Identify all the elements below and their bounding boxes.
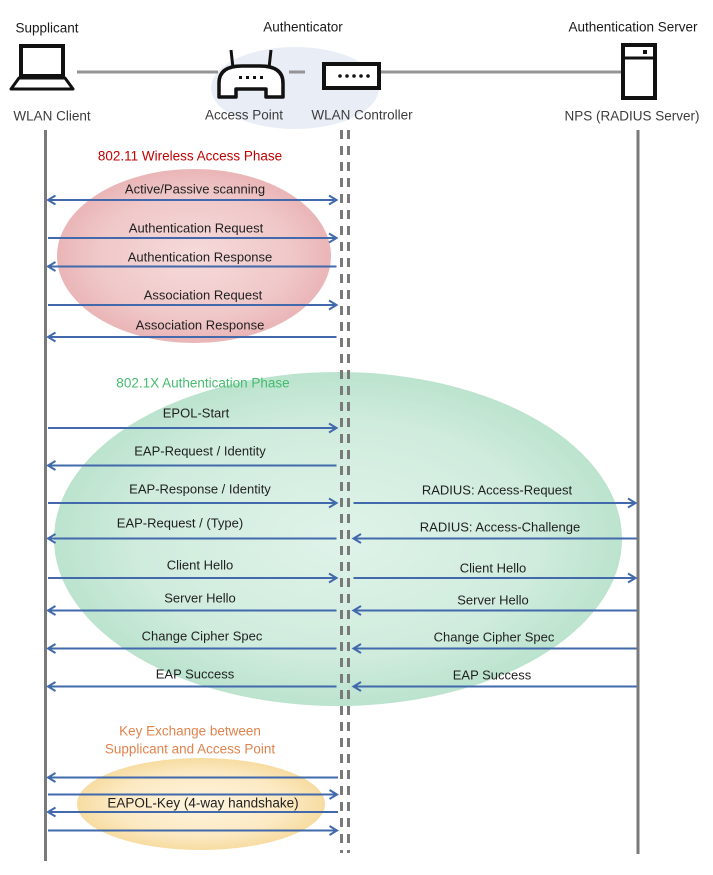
phase-title-key-exchange-line2: Supplicant and Access Point — [104, 741, 276, 757]
message-label: Authentication Request — [128, 220, 264, 236]
message-label: Server Hello — [457, 592, 529, 608]
message-label: EAP Success — [452, 667, 532, 683]
phase-title-80211: 802.11 Wireless Access Phase — [97, 148, 283, 164]
actor-role-auth-server: Authentication Server — [568, 19, 698, 35]
device-label-nps: NPS (RADIUS Server) — [564, 108, 700, 124]
message-label: EAP-Request / (Type) — [116, 515, 244, 531]
message-label: Active/Passive scanning — [124, 181, 266, 197]
message-label: EPOL-Start — [162, 405, 230, 421]
message-label: Change Cipher Spec — [433, 629, 555, 645]
phase-title-key-exchange-line1: Key Exchange between — [119, 723, 261, 739]
wireless-router-icon — [217, 49, 285, 99]
phase-title-8021x: 802.1X Authentication Phase — [116, 375, 290, 391]
message-label: Client Hello — [166, 557, 234, 573]
message-label: Association Request — [143, 287, 263, 303]
message-label-eapol-key: EAPOL-Key (4-way handshake) — [107, 795, 299, 811]
message-label: EAP Success — [155, 666, 235, 682]
phase-ellipse-80211 — [57, 169, 331, 343]
message-arrows-right — [351, 497, 638, 692]
message-label: Server Hello — [164, 590, 236, 606]
server-icon — [621, 43, 657, 100]
message-arrows-left — [46, 194, 339, 836]
message-label: EAP-Request / Identity — [134, 443, 266, 459]
message-label: RADIUS: Access-Challenge — [419, 519, 581, 535]
message-label: Association Response — [135, 317, 265, 333]
message-label: Client Hello — [459, 560, 527, 576]
message-label: Authentication Response — [127, 249, 273, 265]
device-label-access-point: Access Point — [204, 107, 284, 123]
message-label: RADIUS: Access-Request — [421, 482, 573, 498]
controller-box-icon — [322, 62, 381, 90]
laptop-icon — [9, 44, 75, 91]
message-label: Change Cipher Spec — [141, 628, 263, 644]
phase-ellipse-key-exchange — [77, 758, 325, 850]
actor-role-authenticator: Authenticator — [263, 19, 343, 35]
message-label: EAP-Response / Identity — [129, 481, 271, 497]
actor-role-supplicant: Supplicant — [15, 20, 79, 36]
device-label-wlan-client: WLAN Client — [13, 108, 91, 124]
device-label-wlan-controller: WLAN Controller — [311, 107, 413, 123]
lifelines — [44, 130, 640, 861]
phase-ellipse-8021x — [54, 372, 622, 706]
